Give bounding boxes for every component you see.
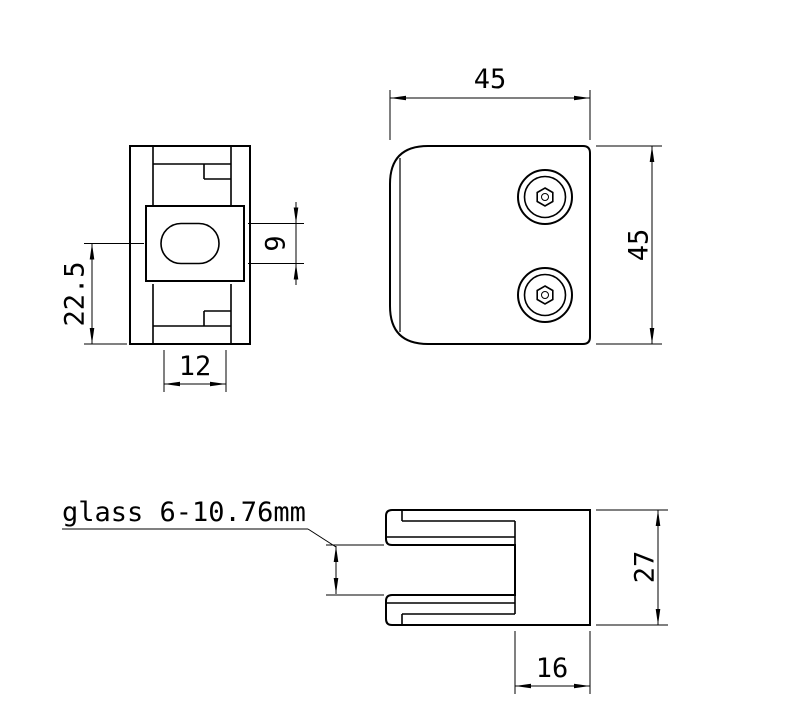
dimension-pin-slot-height: 9 [248, 202, 304, 285]
side-view [385, 509, 591, 626]
glass-note-label: glass 6-10.76mm [62, 497, 306, 528]
hex-socket [536, 187, 554, 207]
dimension-height-27: 27 [596, 509, 668, 626]
screw-head-top [517, 169, 573, 225]
leader-line [307, 528, 337, 548]
dimension-slot-width: 12 [163, 350, 227, 392]
glass-range-annotation: glass 6-10.76mm [62, 497, 384, 596]
dim-label-45-height: 45 [624, 229, 655, 262]
pin-housing [145, 205, 245, 282]
dim-label-22-5: 22.5 [60, 261, 91, 326]
dim-label-27: 27 [630, 551, 661, 584]
dim-label-16: 16 [536, 653, 569, 684]
screw-head-bottom [517, 267, 573, 323]
side-view-body-outline [385, 509, 591, 626]
dimension-depth-16: 16 [514, 631, 591, 694]
dimension-width-45: 45 [389, 64, 591, 140]
hex-socket [536, 285, 554, 305]
dim-label-12: 12 [179, 351, 212, 382]
back-view [129, 145, 251, 345]
dimension-height-45: 45 [596, 145, 662, 345]
pin-slot-hole [160, 222, 220, 265]
front-view [389, 145, 591, 345]
dim-label-9: 9 [261, 235, 292, 251]
dim-label-45-width: 45 [474, 64, 507, 95]
front-view-body-outline [389, 145, 591, 345]
dimension-center-to-bottom: 22.5 [60, 243, 144, 345]
back-view-body-outline [129, 145, 251, 345]
